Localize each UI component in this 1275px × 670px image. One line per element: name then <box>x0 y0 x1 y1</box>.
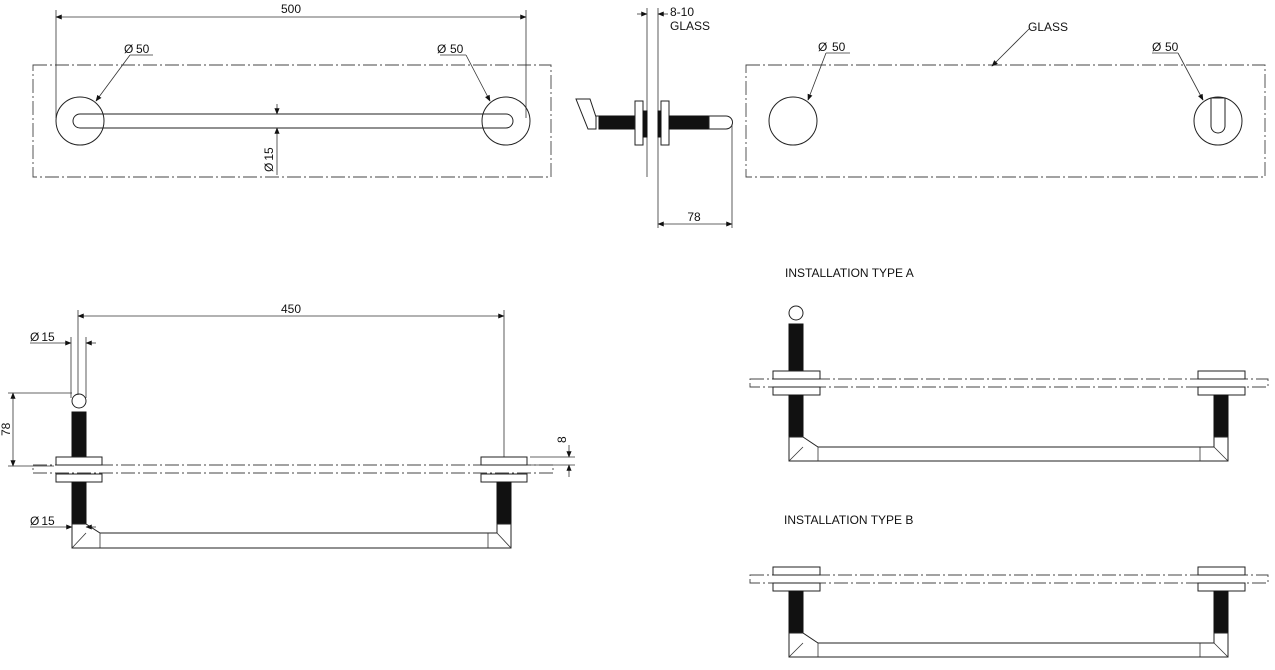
install-a-title: INSTALLATION TYPE A <box>785 266 914 280</box>
installation-type-b: INSTALLATION TYPE B <box>749 513 1269 658</box>
dia-symbol: Ø <box>818 40 827 54</box>
dimension-78-side: 78 <box>687 210 701 224</box>
rosette-right <box>1193 96 1243 146</box>
glass-edge <box>32 464 554 474</box>
rosette-left <box>768 96 818 146</box>
threaded-rod-left <box>598 115 636 130</box>
install-b-title: INSTALLATION TYPE B <box>784 513 913 527</box>
dia-symbol: Ø <box>124 42 133 56</box>
dimension-450: 450 <box>281 302 301 316</box>
dia-15-bar: Ø15 <box>262 147 276 172</box>
dimension-500: 500 <box>281 2 301 16</box>
towel-bar <box>72 113 514 129</box>
glass-label-side: GLASS <box>670 19 710 33</box>
dia-50-right: 50 <box>450 42 464 56</box>
hook-left <box>575 98 597 130</box>
left-rosette <box>55 96 105 146</box>
glass-thickness: 8-10 <box>670 5 694 19</box>
bar-end-stub <box>1210 97 1226 134</box>
glass-panel-outline <box>32 64 552 178</box>
dia-50-d: 50 <box>1165 40 1179 54</box>
installation-type-a: INSTALLATION TYPE A <box>749 266 1269 462</box>
dimension-78-left: 78 <box>0 422 13 436</box>
right-rosette <box>481 96 531 146</box>
dia-50-left: 50 <box>136 42 150 56</box>
dia-50-c: 50 <box>832 40 846 54</box>
dimension-8: 8 <box>555 436 569 443</box>
threaded-rod-right <box>668 115 710 130</box>
rear-view-glass: GLASS Ø 50 Ø 50 <box>745 20 1266 178</box>
bar-end <box>708 115 733 130</box>
front-view-top: 500 Ø 50 Ø 50 Ø15 <box>32 2 552 178</box>
dia-symbol: Ø <box>437 42 446 56</box>
side-view: 8-10 GLASS 78 <box>575 5 733 228</box>
dia-symbol: Ø <box>1152 40 1161 54</box>
glass-label-front: GLASS <box>1028 20 1068 34</box>
glass-panel-outline <box>745 64 1266 178</box>
bottom-bar <box>71 523 512 549</box>
